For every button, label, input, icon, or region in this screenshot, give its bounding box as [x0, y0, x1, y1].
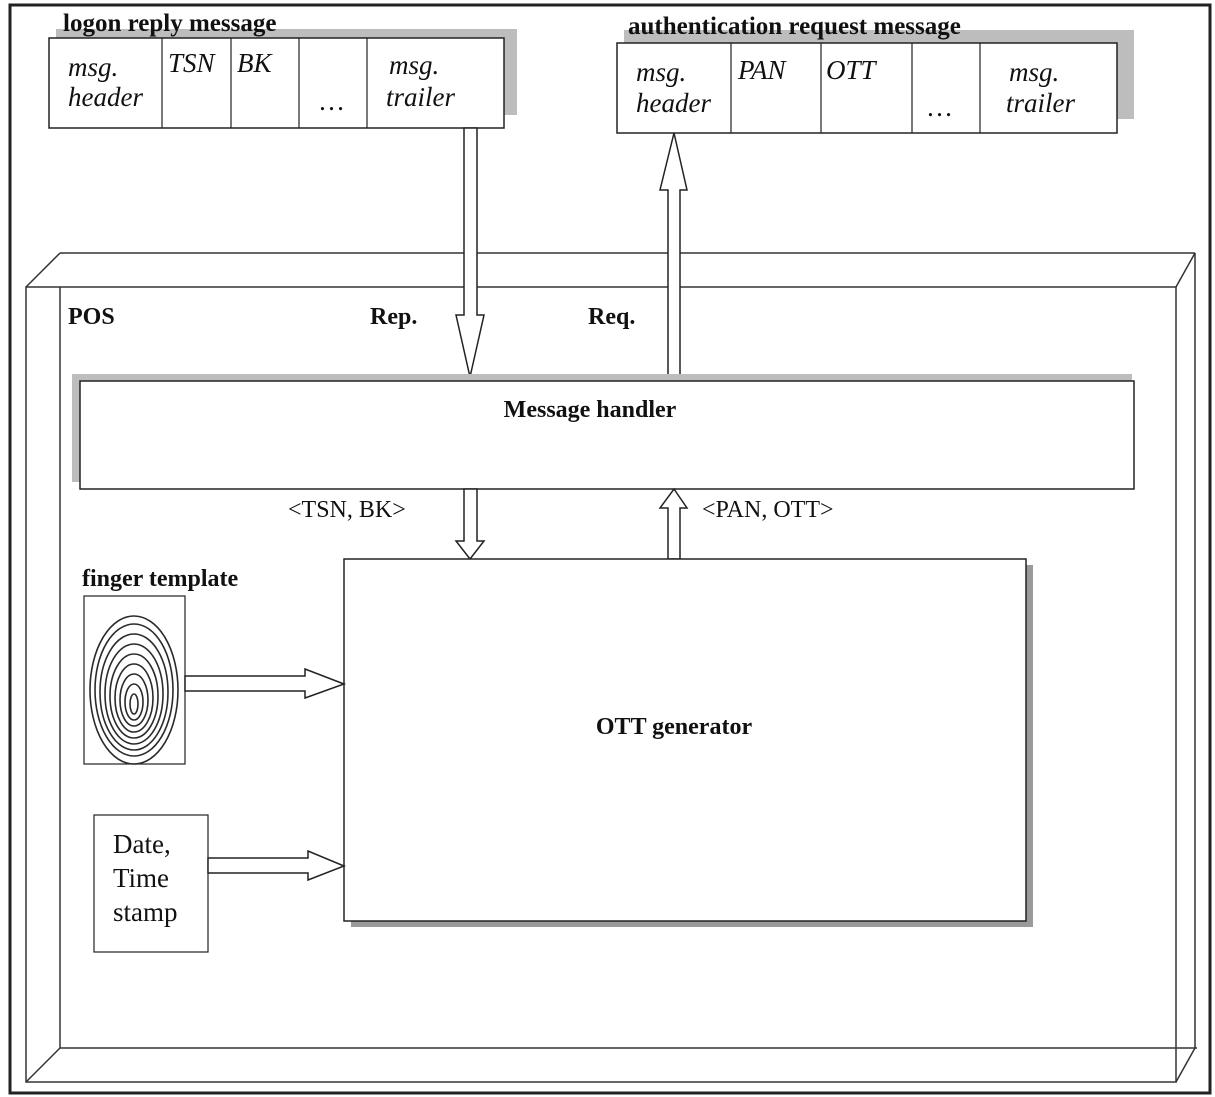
ott-generator-label: OTT generator — [596, 714, 753, 740]
message-handler-box: Message handler — [72, 374, 1134, 489]
auth-request-title: authentication request message — [628, 13, 961, 40]
finger-template-label: finger template — [82, 566, 239, 592]
auth-request-field-ellipsis: … — [926, 92, 953, 122]
logon-reply-field-bk: BK — [237, 48, 273, 78]
finger-to-generator-arrow — [185, 669, 344, 698]
tsn-bk-arrow — [456, 489, 484, 559]
message-handler-label: Message handler — [504, 397, 677, 423]
ott-generator-box: OTT generator — [344, 559, 1033, 927]
logon-reply-field-ellipsis: … — [318, 86, 345, 116]
logon-reply-field-header-line1: msg. — [68, 52, 118, 82]
timestamp-line-2: Time — [113, 863, 169, 893]
logon-reply-field-header-line2: header — [68, 82, 143, 112]
auth-request-field-header-line2: header — [636, 88, 711, 118]
rep-label: Rep. — [370, 304, 417, 330]
logon-reply-field-tsn: TSN — [168, 48, 217, 78]
auth-request-field-trailer-line2: trailer — [1006, 88, 1075, 118]
auth-request-field-trailer-line1: msg. — [1009, 57, 1059, 87]
timestamp-line-1: Date, — [113, 829, 171, 859]
req-arrow — [660, 133, 687, 377]
logon-reply-message: logon reply message msg. header TSN BK …… — [49, 10, 517, 128]
auth-request-message: authentication request message msg. head… — [617, 13, 1134, 133]
auth-request-field-ott: OTT — [826, 55, 878, 85]
logon-reply-field-trailer-line1: msg. — [389, 50, 439, 80]
ott-generator-frame — [344, 559, 1026, 921]
logon-reply-title: logon reply message — [63, 10, 276, 37]
timestamp-box: Date, Time stamp — [94, 815, 208, 952]
logon-reply-field-trailer-line2: trailer — [386, 82, 455, 112]
pan-ott-label: <PAN, OTT> — [702, 497, 834, 523]
auth-request-field-pan: PAN — [737, 55, 788, 85]
req-label: Req. — [588, 304, 635, 330]
pan-ott-arrow — [660, 489, 687, 559]
timestamp-to-generator-arrow — [208, 851, 344, 880]
tsn-bk-label: <TSN, BK> — [288, 497, 406, 523]
pos-label: POS — [68, 304, 115, 330]
fingerprint-image — [84, 596, 185, 764]
timestamp-line-3: stamp — [113, 897, 178, 927]
auth-request-field-header-line1: msg. — [636, 57, 686, 87]
